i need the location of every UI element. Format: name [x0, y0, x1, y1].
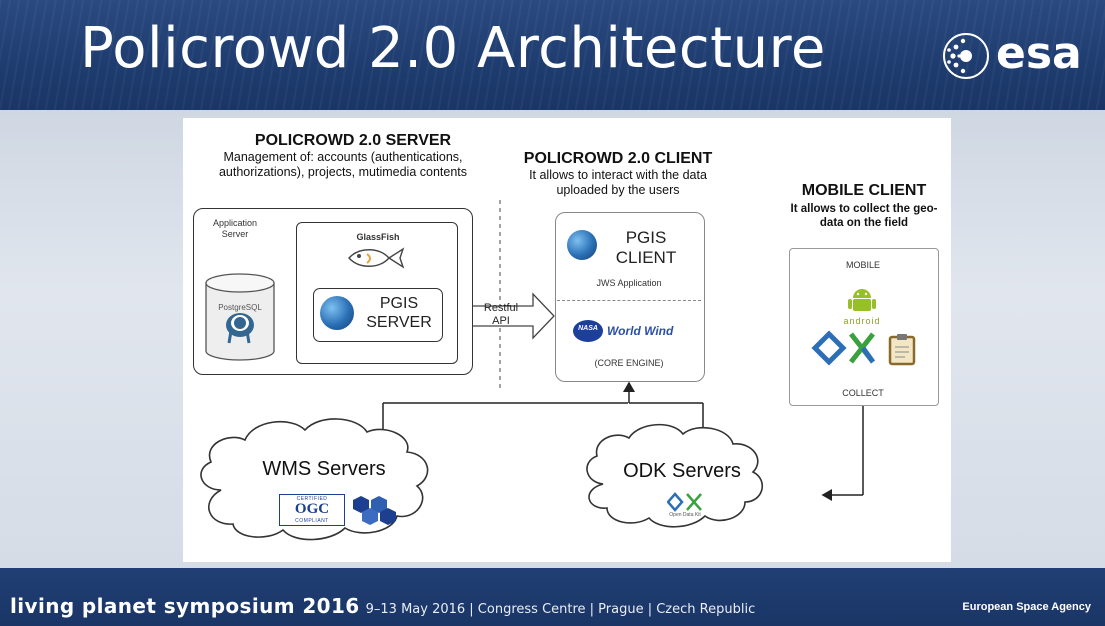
android-robot-icon	[848, 289, 876, 311]
odk-servers-label: ODK Servers	[623, 460, 741, 482]
diagram-panel: POLICROWD 2.0 SERVER Management of: acco…	[183, 118, 951, 562]
odk-server-sub-label: Open Data Kit	[669, 512, 701, 518]
odk-server-logo-icon	[667, 492, 702, 512]
esa-emblem-icon	[943, 33, 989, 79]
footer-agency: European Space Agency	[962, 601, 1091, 613]
mobile-description: It allows to collect the geo-data on the…	[790, 203, 938, 229]
pgis-server-line1: PGIS	[379, 295, 419, 312]
ogc-hexagons-icon	[353, 496, 396, 525]
pgis-client-label: PGIS CLIENT	[601, 228, 691, 268]
odk-collect-logo-icon	[811, 330, 876, 366]
ogc-compliant-label: COMPLIANT	[295, 518, 329, 524]
pgis-server-line2: SERVER	[366, 314, 432, 331]
page-title: Policrowd 2.0 Architecture	[80, 16, 826, 81]
footer-title: living planet symposium 2016	[10, 594, 360, 618]
header-band	[0, 0, 1105, 110]
pgis-server-globe-icon	[320, 296, 354, 330]
core-engine-label: (CORE ENGINE)	[594, 358, 664, 368]
ogc-compliant-logo: CERTIFIED OGC COMPLIANT	[279, 490, 409, 528]
postgresql-label: PostgreSQL	[218, 303, 262, 312]
ogc-main-label: OGC	[294, 501, 330, 517]
ogc-certified-label: CERTIFIED	[296, 496, 328, 502]
client-box-divider	[557, 300, 701, 301]
ogc-badge: CERTIFIED OGC COMPLIANT	[279, 494, 345, 526]
client-heading: POLICROWD 2.0 CLIENT	[523, 150, 713, 167]
nasa-logo-icon: NASA	[573, 320, 603, 342]
database-cylinder-icon	[205, 273, 275, 361]
pgis-client-line2: CLIENT	[615, 248, 677, 267]
footer-event-name: living planet symposium 2016 9–13 May 201…	[10, 594, 755, 618]
mobile-heading: MOBILE CLIENT	[801, 182, 927, 199]
server-description: Management of: accounts (authentications…	[218, 150, 468, 179]
postgresql-database: PostgreSQL	[203, 273, 277, 363]
postgresql-elephant-icon	[226, 313, 254, 344]
mobile-box-label: MOBILE	[845, 260, 880, 270]
esa-logo: esa	[940, 28, 1090, 84]
glassfish-fish-icon	[348, 247, 405, 269]
wms-servers-label: WMS Servers	[262, 458, 386, 480]
pgis-client-line1: PGIS	[625, 228, 667, 247]
application-server-label: Application Server	[205, 218, 265, 240]
server-heading: POLICROWD 2.0 SERVER	[254, 132, 452, 149]
odk-cloud-shape	[586, 423, 764, 528]
android-label: android	[843, 316, 881, 326]
esa-logo-text: esa	[996, 28, 1082, 79]
restful-api-label: Restful API	[471, 302, 531, 328]
pgis-client-globe-icon	[567, 230, 597, 260]
restful-api-line2: API	[492, 315, 510, 327]
glassfish-label: GlassFish	[356, 232, 400, 242]
collect-label: COLLECT	[842, 388, 884, 398]
pgis-server-label: PGIS SERVER	[357, 294, 441, 332]
client-description: It allows to interact with the data uplo…	[529, 168, 707, 197]
nasa-logo-text: NASA	[578, 325, 598, 332]
app-server-label-line1: Application	[212, 218, 258, 228]
app-server-label-line2: Server	[221, 229, 249, 239]
mobile-box	[789, 248, 939, 406]
restful-api-line1: Restful	[483, 302, 519, 314]
world-wind-label: World Wind	[607, 324, 674, 338]
footer-band	[0, 568, 1105, 626]
footer-details: 9–13 May 2016 | Congress Centre | Prague…	[365, 602, 756, 617]
clipboard-icon	[888, 334, 916, 366]
jws-application-label: JWS Application	[596, 278, 662, 288]
